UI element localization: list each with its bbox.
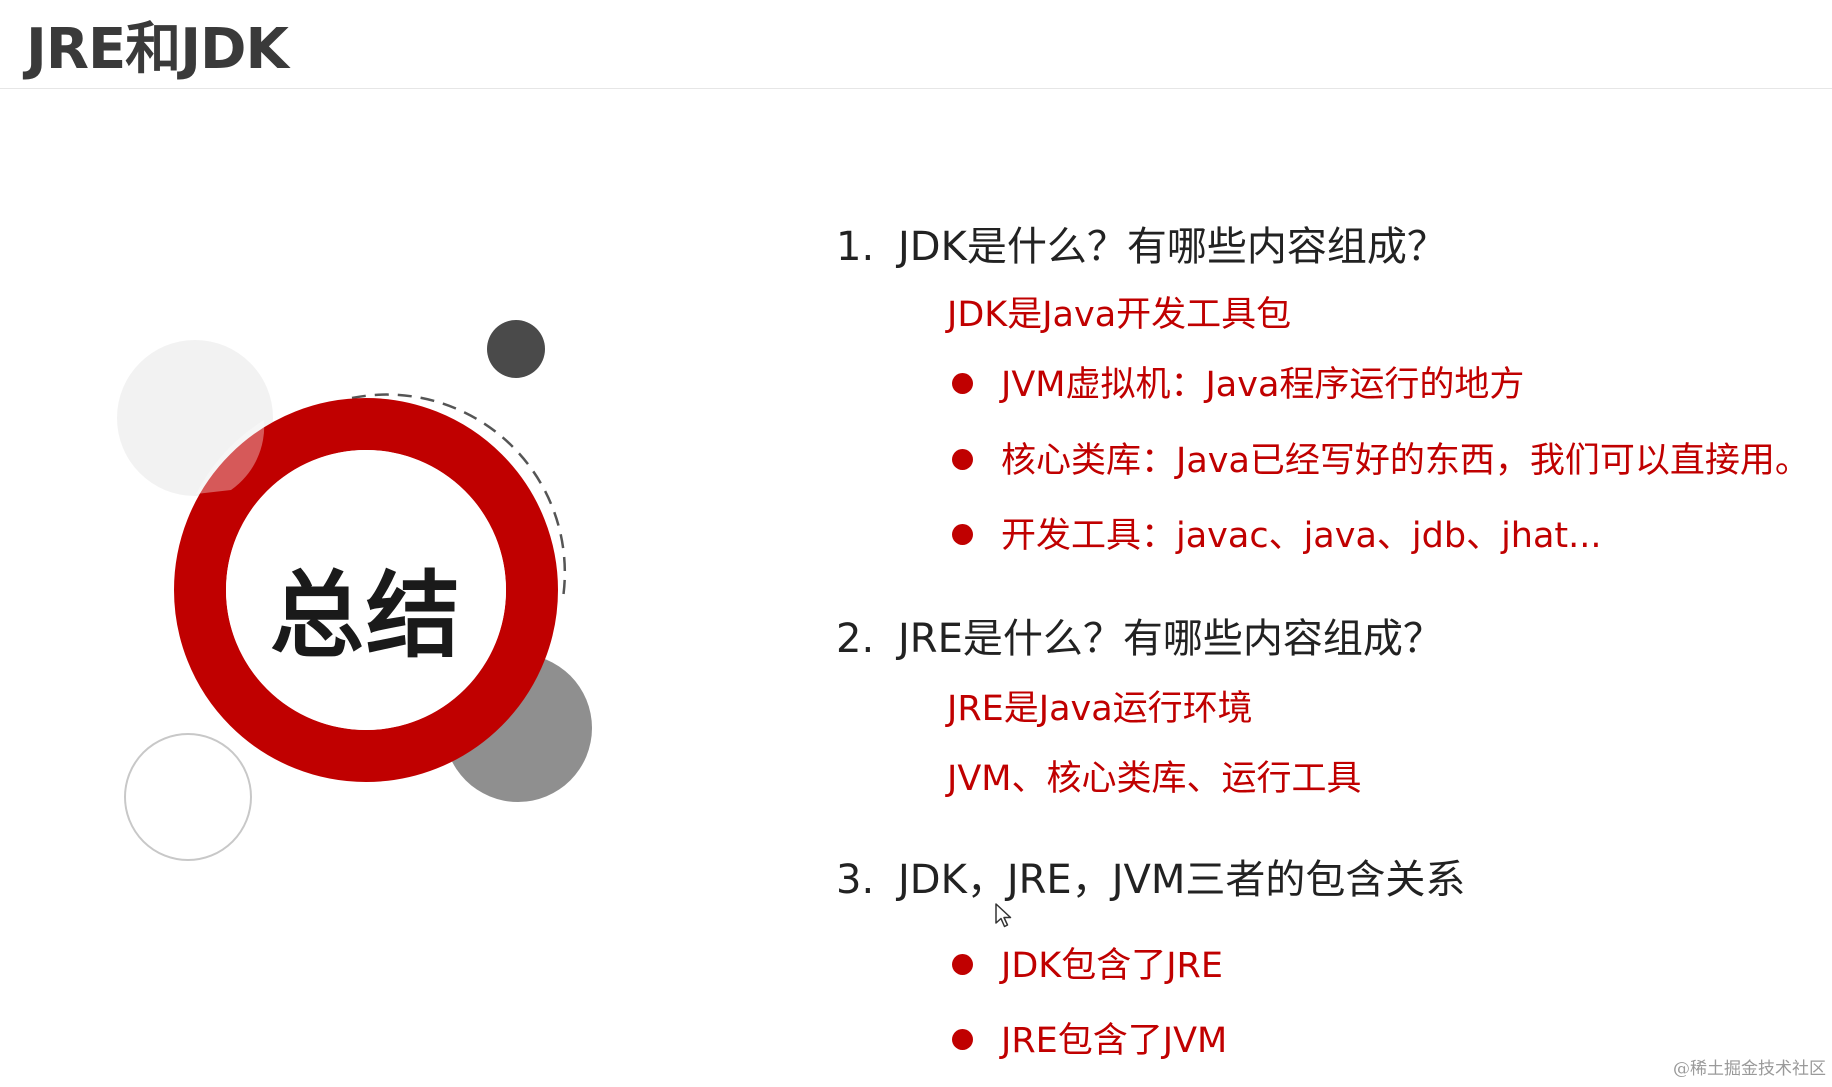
question-3-text: JDK，JRE，JVM三者的包含关系: [898, 857, 1466, 903]
bullet-3-1: JDK包含了JRE: [952, 937, 1223, 988]
answer-1-1: JDK是Java开发工具包: [947, 295, 1292, 335]
bullet-dot: [952, 523, 973, 545]
bullet-1-2: 核心类库：Java已经写好的东西，我们可以直接用。: [952, 432, 1810, 483]
bullet-1-1: JVM虚拟机：Java程序运行的地方: [952, 356, 1524, 407]
answer-2-2: JVM、核心类库、运行工具: [947, 759, 1362, 799]
inner-disc: [226, 450, 506, 730]
bullet-dot: [952, 372, 973, 394]
watermark: @稀土掘金技术社区: [1673, 1059, 1826, 1079]
answer-2-1: JRE是Java运行环境: [947, 689, 1253, 729]
summary-graphic-shapes: [117, 320, 592, 861]
question-3-number: 3.: [836, 857, 875, 903]
bullet-3-1-text: JDK包含了JRE: [1001, 946, 1223, 986]
question-2: 2. JRE是什么？有哪些内容组成？: [836, 606, 1443, 664]
summary-graphic: 总结: [0, 0, 700, 1087]
outline-circle-decoration: [124, 733, 252, 861]
question-1-text: JDK是什么？有哪些内容组成？: [898, 224, 1447, 270]
bullet-dot: [952, 953, 973, 975]
bullet-dot: [952, 448, 973, 470]
bullet-3-2-text: JRE包含了JVM: [1001, 1021, 1228, 1061]
bullet-dot: [952, 1028, 973, 1050]
dashed-arc-decoration: [351, 393, 567, 599]
bullet-1-3: 开发工具：javac、java、jdb、jhat...: [952, 507, 1602, 558]
bullet-1-2-text: 核心类库：Java已经写好的东西，我们可以直接用。: [1001, 441, 1810, 481]
slide-title: JRE和JDK: [26, 17, 289, 82]
bullet-1-1-text: JVM虚拟机：Java程序运行的地方: [1001, 365, 1525, 405]
question-1-number: 1.: [836, 224, 875, 270]
question-3: 3. JDK，JRE，JVM三者的包含关系: [836, 847, 1465, 905]
question-1: 1. JDK是什么？有哪些内容组成？: [836, 214, 1447, 272]
bullet-3-2: JRE包含了JVM: [952, 1012, 1227, 1063]
bullet-1-3-text: 开发工具：javac、java、jdb、jhat...: [1001, 516, 1602, 556]
slide-header: JRE和JDK: [0, 0, 1832, 89]
faint-overlap-decoration: [196, 420, 265, 494]
summary-label: 总结: [269, 562, 462, 671]
red-ring: [174, 398, 558, 782]
mouse-cursor-icon: [995, 903, 1012, 928]
question-2-text: JRE是什么？有哪些内容组成？: [898, 616, 1443, 662]
dark-dot-decoration: [487, 320, 545, 378]
question-2-number: 2.: [836, 616, 875, 662]
